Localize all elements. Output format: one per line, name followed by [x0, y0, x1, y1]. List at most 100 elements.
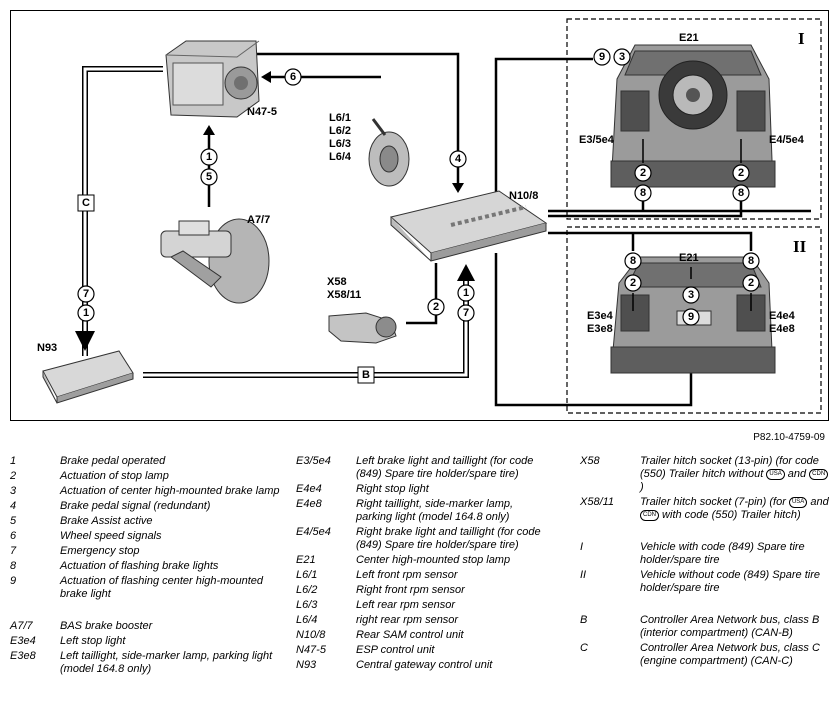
legend-description: Brake Assist active — [60, 515, 153, 527]
legend-code: 2 — [10, 470, 17, 482]
legend-description: Controller Area Network bus, class B (in… — [640, 614, 820, 639]
label-e3e8: E3e8 — [587, 323, 613, 335]
bus-c-label: C — [82, 197, 90, 209]
legend-code: E3/5e4 — [296, 455, 331, 467]
signal-2-r2: 2 — [748, 277, 754, 289]
label-e3e4: E3e4 — [587, 310, 614, 322]
label-vehicle-i: I — [798, 29, 805, 48]
legend-code: 6 — [10, 530, 17, 542]
legend-code: X58/11 — [580, 496, 615, 508]
signal-8-l: 8 — [640, 187, 646, 199]
figure-reference-code: P82.10-4759-09 — [753, 432, 825, 443]
signal-5: 5 — [206, 171, 212, 183]
bus-b-box — [357, 366, 375, 384]
legend-description: Controller Area Network bus, class C (en… — [640, 642, 820, 667]
signal-4: 4 — [455, 153, 462, 165]
country-badge: CDN — [809, 468, 829, 480]
label-e4e4: E4e4 — [769, 310, 796, 322]
legend-code: A7/7 — [10, 620, 33, 632]
legend-code: E3e8 — [10, 650, 36, 662]
signal-2-l2: 2 — [630, 277, 636, 289]
can-b-bus-line — [143, 279, 469, 378]
vehicle-box-ii — [566, 226, 822, 414]
label-l6-2: L6/2 — [329, 125, 351, 137]
central-gateway-unit — [42, 350, 134, 404]
signal-8-l2: 8 — [630, 255, 636, 267]
legend-code: E4e4 — [296, 483, 322, 495]
legend-description: BAS brake booster — [60, 620, 153, 632]
legend-code: I — [580, 541, 584, 553]
bus-c-box — [77, 194, 95, 212]
legend-description: Brake pedal operated — [60, 455, 166, 467]
legend-code: II — [580, 569, 587, 581]
signal-7-right: 7 — [463, 307, 469, 319]
legend-description: Emergency stop — [60, 545, 140, 557]
legend-description: Brake pedal signal (redundant) — [60, 500, 211, 512]
legend-item: 6 Wheel speed signals — [10, 530, 280, 543]
legend-description: Vehicle without code (849) Spare tire ho… — [640, 569, 820, 594]
signal-circles: 7 1 1 5 6 4 9 3 2 2 8 8 2 1 7 8 2 8 — [77, 48, 760, 326]
legend-code: X58 — [580, 455, 600, 467]
legend-item: E3e8 Left taillight, side-marker lamp, pa… — [10, 650, 280, 676]
label-e3-5e4: E3/5e4 — [579, 134, 615, 146]
legend-item: II Vehicle without code (849) Spare tire … — [580, 569, 830, 595]
label-x58: X58 — [327, 276, 347, 288]
legend-code: 8 — [10, 560, 17, 572]
signal-8-r2: 8 — [748, 255, 754, 267]
legend-code: N93 — [296, 659, 317, 671]
legend-item: A7/7 BAS brake booster — [10, 620, 280, 633]
label-n47-5: N47-5 — [247, 106, 277, 118]
signal-2-br: 2 — [738, 167, 744, 179]
vehicle-i-rear-view — [610, 44, 776, 188]
legend-item: L6/4 right rear rpm sensor — [296, 614, 550, 627]
label-l6-1: L6/1 — [329, 112, 351, 124]
legend-description: Left taillight, side-marker lamp, parkin… — [60, 650, 273, 675]
legend-description: Vehicle with code (849) Spare tire holde… — [640, 541, 805, 566]
brake-booster — [160, 218, 270, 304]
legend-description: ESP control unit — [356, 644, 435, 656]
legend-code: B — [580, 614, 588, 626]
legend-description: Rear SAM control unit — [356, 629, 464, 641]
can-c-arrow — [75, 331, 95, 351]
legend-description: Wheel speed signals — [60, 530, 162, 542]
legend-code: L6/1 — [296, 569, 318, 581]
legend-code: N47-5 — [296, 644, 326, 656]
label-e21-bottom: E21 — [679, 252, 699, 264]
label-e21-top: E21 — [679, 32, 699, 44]
legend-description: right rear rpm sensor — [356, 614, 459, 626]
signal-1-left: 1 — [83, 307, 89, 319]
country-badge: USA — [788, 496, 808, 508]
signal-2-bl: 2 — [640, 167, 646, 179]
legend-item: N47-5 ESP control unit — [296, 644, 550, 657]
label-l6-3: L6/3 — [329, 138, 351, 150]
legend-description: Right brake light and taillight (for cod… — [356, 526, 541, 551]
wiring-diagram: N47-5 L6/1 L6/2 L6/3 L6/4 A7/7 N93 N10/8… — [10, 10, 829, 421]
signal-1-right: 1 — [463, 287, 469, 299]
legend-code: E21 — [296, 554, 316, 566]
legend-description: Left rear rpm sensor — [356, 599, 456, 611]
bus-b-label: B — [362, 369, 370, 381]
country-badge: USA — [766, 468, 785, 480]
legend-code: L6/4 — [296, 614, 318, 626]
signal-3-mid: 3 — [688, 289, 694, 301]
signal-2-trailer: 2 — [433, 301, 439, 313]
can-b-arrow — [457, 264, 475, 281]
legend-text-part: Trailer hitch socket (7-pin) (for — [640, 496, 789, 508]
trailer-hitch-socket — [328, 312, 397, 344]
